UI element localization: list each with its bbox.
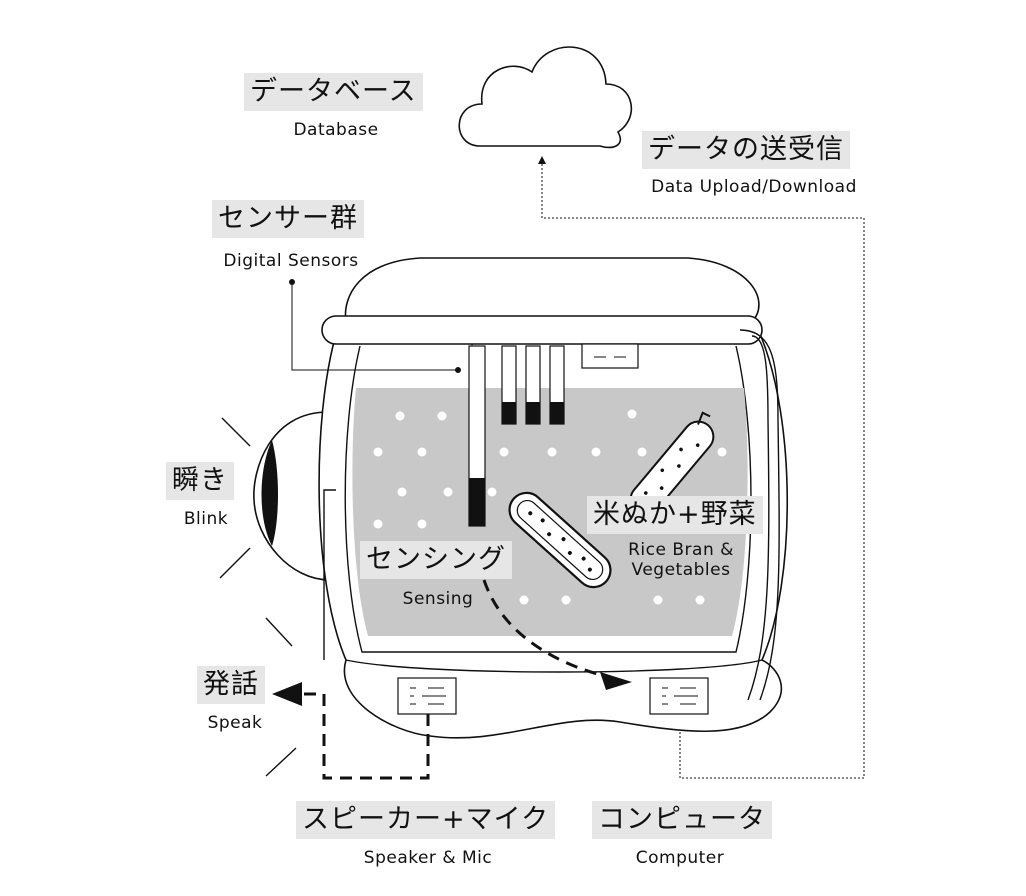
data-upload-sublabel: Data Upload/Download xyxy=(651,177,857,197)
leader-dot xyxy=(289,279,295,285)
module-marks xyxy=(410,687,446,705)
sensing-arrow-line xyxy=(482,579,613,680)
rice-bran-label: 米ぬか+野菜 xyxy=(587,496,763,534)
database-sublabel: Database xyxy=(293,120,379,140)
cloud-icon xyxy=(458,46,633,149)
jar-inner-wall xyxy=(344,345,752,653)
module-marks xyxy=(662,687,698,705)
short-sensor-tip xyxy=(526,402,540,424)
data-upload-label: データの送受信 xyxy=(642,131,850,169)
blink-ray xyxy=(221,417,251,447)
arrow-up-icon xyxy=(538,156,546,164)
speaker-mic-sublabel: Speaker & Mic xyxy=(363,848,493,868)
rice-bran-sublabel-2: Vegetables xyxy=(631,560,731,580)
short-sensor-tip xyxy=(550,402,564,424)
blink-ray xyxy=(219,547,251,579)
blink-sublabel: Blink xyxy=(183,509,229,529)
bran-dots xyxy=(373,409,727,605)
database-label: データベース xyxy=(244,73,423,111)
data-link-line xyxy=(541,162,865,779)
lid-module xyxy=(581,343,639,369)
speaker-mic-label: スピーカー+マイク xyxy=(296,801,556,839)
pupil-icon xyxy=(261,440,278,546)
arrow-right-icon xyxy=(600,672,632,690)
computer-label: コンピュータ xyxy=(592,801,772,839)
sensor-leader-line xyxy=(291,282,458,371)
lid-top xyxy=(344,257,760,323)
rice-bran-sublabel-1: Rice Bran & xyxy=(628,540,734,560)
computer-sublabel: Computer xyxy=(635,848,725,868)
speak-arrow-line xyxy=(300,692,430,780)
base-band xyxy=(345,659,763,673)
speak-ray xyxy=(265,617,293,647)
sensors-sublabel: Digital Sensors xyxy=(223,251,359,271)
cucumber-icon xyxy=(508,491,612,589)
arrow-left-icon xyxy=(272,682,302,706)
speak-label: 発話 xyxy=(197,666,265,704)
long-sensor-tip xyxy=(469,478,485,526)
sensing-sublabel: Sensing xyxy=(402,589,474,609)
cable xyxy=(747,335,770,701)
short-sensor-tip xyxy=(502,402,516,424)
jar-side-bracket xyxy=(323,489,336,660)
speak-ray xyxy=(265,747,297,777)
sensors-label: センサー群 xyxy=(212,200,364,238)
lid-rim xyxy=(321,315,763,345)
sensing-label: センシング xyxy=(360,541,512,579)
blink-label: 瞬き xyxy=(166,462,234,500)
leader-dot xyxy=(455,367,461,373)
cable xyxy=(739,329,780,701)
speak-sublabel: Speak xyxy=(207,713,263,733)
